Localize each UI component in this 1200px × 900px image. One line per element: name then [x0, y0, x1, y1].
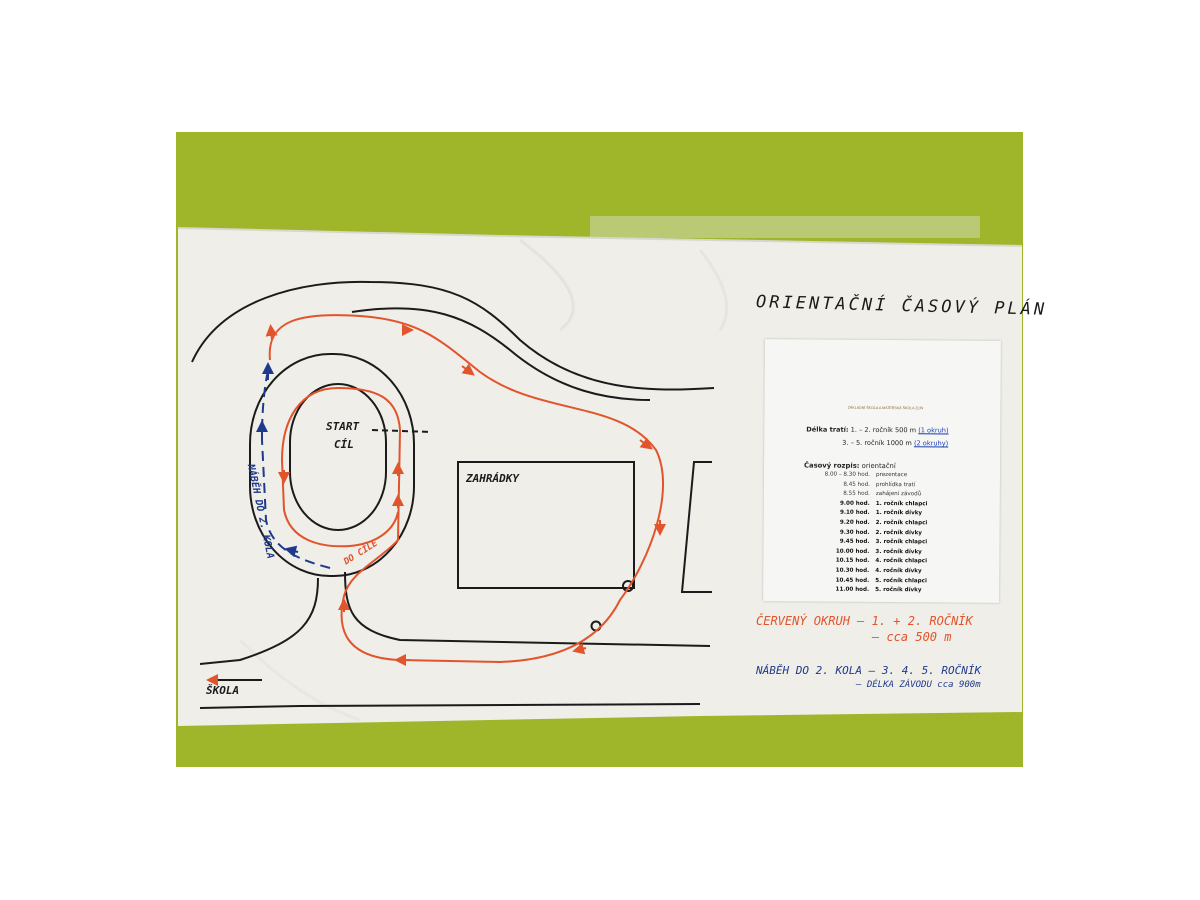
start-label: START [326, 420, 360, 433]
map-drawing [191, 280, 715, 709]
logo-text: ZÁKLADNÍ ŠKOLA A MATEŘSKÁ ŠKOLA ZLÍN [847, 405, 924, 411]
schedule-row: 8.00 – 8.30 hod. prezentace [824, 471, 908, 479]
schedule-time: 9.10 hod. [839, 510, 870, 517]
schedule-event: 4. ročník dívky [875, 567, 922, 575]
schedule-time: 11.00 hod. [835, 586, 870, 594]
schedule-event: 1. ročník chlapci [875, 500, 928, 508]
schedule-event: 5. ročník dívky [875, 587, 922, 594]
red-route [265, 314, 666, 666]
schedule-event: 2. ročník dívky [875, 529, 922, 536]
blue-note-line1: NÁBĚH DO 2. KOLA – 3. 4. 5. ROČNÍK [756, 664, 982, 677]
length-heading: Délka tratí: [806, 425, 849, 434]
schedule-row: 9.00 hod. 1. ročník chlapci [824, 500, 928, 508]
finish-label: CÍL [334, 438, 354, 451]
schedule-event: prohlídka tratí [875, 481, 916, 488]
red-note-line1: ČERVENÝ OKRUH – 1. + 2. ROČNÍK [756, 614, 973, 628]
schedule-time: 9.00 hod. [840, 500, 870, 507]
schedule-time: 8.45 hod. [843, 481, 870, 488]
schedule-event: zahájení závodů [875, 491, 922, 498]
length-row-2: 3. – 5. ročník 1000 m (2 okruhy) [842, 438, 949, 448]
schedule-event: 3. ročník dívky [875, 548, 922, 556]
schedule-time: 9.30 hod. [839, 529, 870, 536]
school-label: ŠKOLA [206, 684, 240, 697]
schedule-time: 9.20 hod. [839, 519, 870, 526]
schedule-time: 9.45 hod. [839, 538, 870, 546]
schedule-row: 8.45 hod. prohlídka tratí [824, 481, 915, 488]
red-note-line2: – cca 500 m [872, 630, 952, 644]
gardens-label: ZAHRÁDKY [466, 472, 519, 485]
schedule-time: 10.15 hod. [835, 558, 870, 565]
schedule-time: 8.55 hod. [843, 490, 870, 498]
schedule-event: 1. ročník dívky [875, 510, 923, 517]
schedule-time: 8.00 – 8.30 hod. [824, 471, 870, 478]
schedule-sheet: ZÁKLADNÍ ŠKOLA A MATEŘSKÁ ŠKOLA ZLÍN Dél… [763, 339, 1001, 603]
schedule-event: 5. ročník chlapci [875, 577, 927, 584]
schedule-heading: Časový rozpis: orientační [804, 461, 896, 471]
schedule-row: 10.45 hod. 5. ročník chlapci [823, 577, 927, 584]
length-row-1: Délka tratí: 1. – 2. ročník 500 m (1 okr… [806, 425, 949, 435]
schedule-row: 8.55 hod. zahájení závodů [824, 491, 921, 498]
schedule-row: 10.30 hod. 4. ročník dívky [823, 567, 922, 575]
blue-note-line2: – DÉLKA ZÁVODU cca 900m [856, 680, 981, 690]
schedule-event: 4. ročník chlapci [875, 558, 928, 565]
schedule-event: 2. ročník chlapci [875, 519, 928, 527]
schedule-row: 11.00 hod. 5. ročník dívky [823, 586, 922, 594]
schedule-time: 10.30 hod. [835, 567, 870, 574]
schedule-time: 10.00 hod. [835, 548, 870, 555]
schedule-event: 3. ročník chlapci [875, 539, 928, 546]
schedule-event: prezentace [875, 471, 908, 479]
schedule-row: 9.45 hod. 3. ročník chlapci [823, 539, 927, 546]
tape-strip [590, 216, 980, 238]
schedule-row: 9.30 hod. 2. ročník dívky [824, 529, 922, 536]
schedule-row: 9.10 hod. 1. ročník dívky [824, 510, 922, 517]
schedule-row: 10.15 hod. 4. ročník chlapci [823, 558, 927, 565]
schedule-row: 9.20 hod. 2. ročník chlapci [824, 519, 928, 527]
schedule-row: 10.00 hod. 3. ročník dívky [823, 548, 922, 556]
schedule-time: 10.45 hod. [835, 577, 870, 584]
blue-route [256, 362, 331, 569]
